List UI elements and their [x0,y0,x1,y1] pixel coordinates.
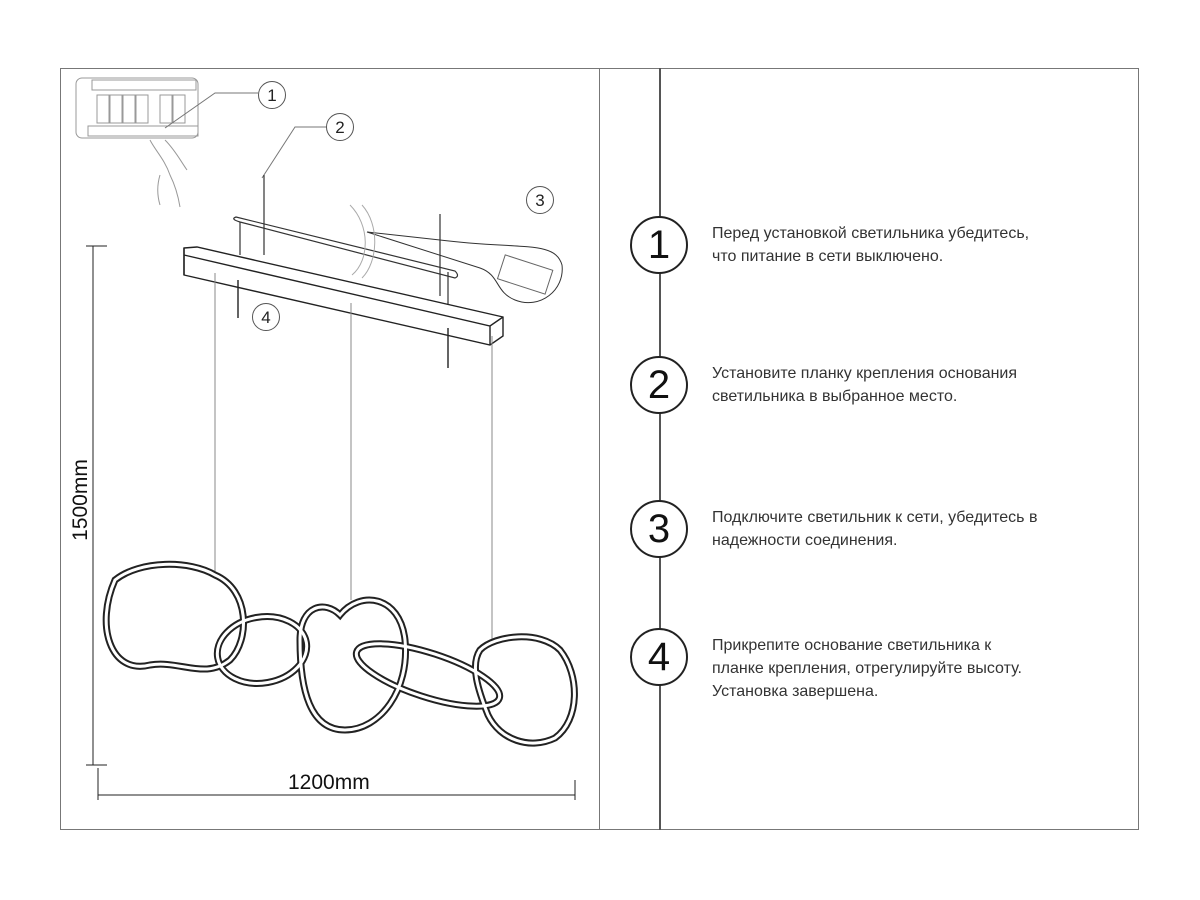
steps-timeline [659,68,661,830]
step-text: Прикрепите основание светильника к планк… [712,637,1022,700]
canopy-bar [183,246,504,368]
width-dimension-label: 1200mm [288,771,370,794]
callout-2: 2 [326,113,354,141]
breaker-panel-illustration [75,77,199,208]
ring-luminaire [102,560,578,747]
dimension-lines [86,245,576,800]
step-number: 4 [630,628,688,686]
callout-4: 4 [252,303,280,331]
panel-divider [599,68,600,830]
connector-detail [366,231,563,304]
step-number: 1 [630,216,688,274]
suspension-cables [214,273,493,640]
height-dimension-label: 1500mm [68,459,92,541]
step-text: Перед установкой светильника убедитесь, … [712,225,1030,265]
step-number: 2 [630,356,688,414]
mounting-plate [233,175,459,305]
callout-3: 3 [526,186,554,214]
step-number: 3 [630,500,688,558]
step-text: Подключите светильник к сети, убедитесь … [712,509,1038,549]
callout-1: 1 [258,81,286,109]
step-text: Установите планку крепления основания св… [712,365,1018,405]
